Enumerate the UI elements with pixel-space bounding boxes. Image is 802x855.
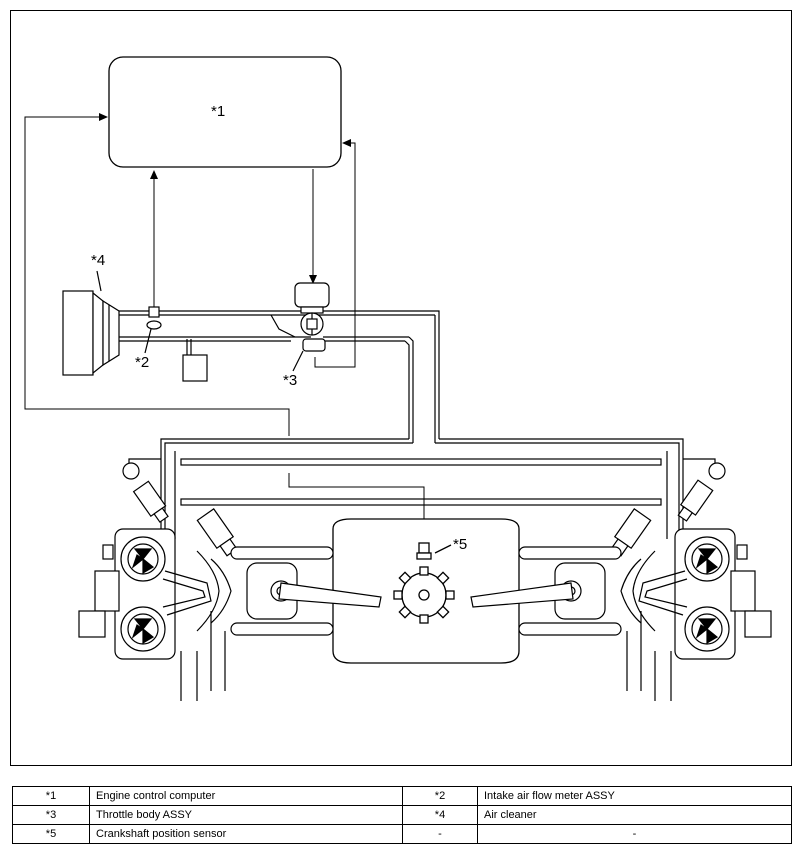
legend-key: *5 (12, 824, 90, 844)
camshaft-pulleys-left (78, 528, 212, 660)
legend-key: *1 (12, 786, 90, 806)
engine-control-diagram: *1 *4 (24, 56, 772, 701)
diagram-frame: *1 *4 (10, 10, 792, 766)
signal-wires (24, 113, 425, 541)
cylinder-bank-left (180, 546, 382, 701)
legend-row: *3 Throttle body ASSY *4 Air cleaner (12, 805, 792, 825)
camshaft-pulleys-right (638, 528, 772, 660)
crank-timing-rotor (393, 566, 455, 624)
air-cleaner: *4 (62, 252, 120, 376)
cylinder-bank-right (470, 546, 672, 701)
legend-description: Throttle body ASSY (89, 805, 403, 825)
throttle-body: *3 (283, 282, 330, 389)
intake-air-flow-meter: *2 (135, 306, 162, 371)
legend-description: Air cleaner (477, 805, 792, 825)
legend-description: Crankshaft position sensor (89, 824, 403, 844)
callout-airflow-meter: *2 (135, 354, 149, 371)
legend-key: - (402, 824, 478, 844)
legend-key: *2 (402, 786, 478, 806)
legend-description: Engine control computer (89, 786, 403, 806)
callout-throttle-body: *3 (283, 372, 297, 389)
crankcase: *5 (332, 518, 520, 664)
injectors (132, 479, 714, 557)
legend-key: *4 (402, 805, 478, 825)
legend-key: *3 (12, 805, 90, 825)
callout-ecu: *1 (211, 103, 225, 120)
engine-control-computer: *1 (108, 56, 342, 168)
callout-air-cleaner: *4 (91, 252, 105, 269)
intake-pipe (119, 310, 440, 443)
legend-description: - (477, 824, 792, 844)
callout-crank-sensor: *5 (453, 536, 467, 553)
legend-row: *1 Engine control computer *2 Intake air… (12, 786, 792, 806)
legend-description: Intake air flow meter ASSY (477, 786, 792, 806)
legend-row: *5 Crankshaft position sensor - - (12, 824, 792, 844)
intake-plenum (122, 438, 726, 541)
legend-table: *1 Engine control computer *2 Intake air… (12, 786, 792, 844)
